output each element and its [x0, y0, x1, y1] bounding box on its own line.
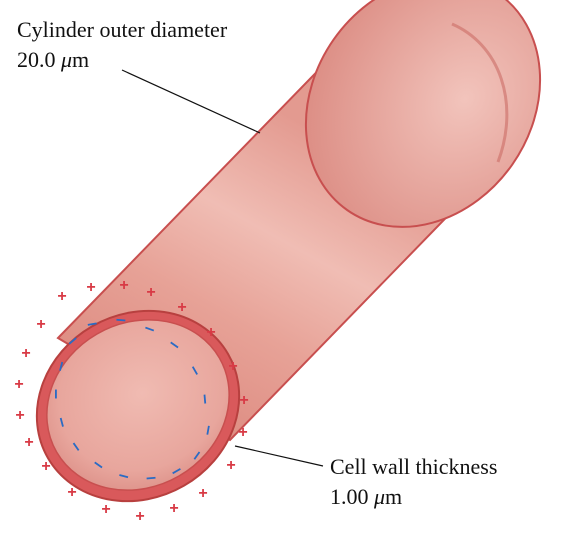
positive-charge: + — [226, 457, 235, 474]
diameter-value: 20.0 — [17, 47, 56, 72]
thickness-label: Cell wall thickness 1.00 μm — [330, 452, 497, 512]
negative-charges: – – – – – – – – – – – – – – – – – — [47, 309, 218, 488]
negative-charge: – — [145, 467, 157, 488]
positive-charge: + — [228, 358, 237, 375]
negative-charge: – — [52, 415, 74, 430]
positive-charge: + — [146, 284, 155, 301]
thickness-leader-line — [234, 445, 324, 467]
negative-charge: – — [117, 464, 132, 486]
diameter-value-line: 20.0 μm — [17, 45, 227, 75]
positive-charge: + — [101, 501, 110, 518]
positive-charge: + — [14, 376, 23, 393]
positive-charge: + — [15, 407, 24, 424]
cylinder-far-end-shading — [451, 22, 509, 163]
negative-charge: – — [115, 309, 127, 330]
positive-charge: + — [169, 500, 178, 517]
positive-charge: + — [198, 485, 207, 502]
negative-charge: – — [47, 389, 67, 399]
thickness-unit: m — [385, 484, 403, 509]
thickness-value: 1.00 — [330, 484, 369, 509]
positive-charge: + — [21, 345, 30, 362]
positive-charge: + — [67, 484, 76, 501]
positive-charge: + — [86, 279, 95, 296]
diameter-unit-prefix: μ — [61, 47, 73, 72]
negative-charge: – — [49, 359, 71, 374]
positive-charge: + — [135, 508, 144, 525]
negative-charge: – — [196, 393, 217, 405]
cylinder-far-end — [304, 0, 542, 228]
positive-charge: + — [57, 288, 66, 305]
positive-charge: + — [177, 299, 186, 316]
positive-charge: + — [36, 316, 45, 333]
negative-charge: – — [85, 312, 98, 333]
thickness-unit-prefix: μ — [374, 484, 386, 509]
positive-charge: + — [239, 392, 248, 409]
diameter-label: Cylinder outer diameter 20.0 μm — [17, 15, 227, 75]
diameter-leader-line — [121, 69, 261, 134]
negative-charge: – — [196, 423, 217, 436]
cylinder-interior — [46, 319, 230, 491]
positive-charge: + — [24, 434, 33, 451]
positive-charge: + — [238, 424, 247, 441]
positive-charges: + + + + + + + + + + + + + + + + + + + + … — [14, 277, 248, 525]
positive-charge: + — [41, 458, 50, 475]
thickness-value-line: 1.00 μm — [330, 482, 497, 512]
positive-charge: + — [119, 277, 128, 294]
diameter-title: Cylinder outer diameter — [17, 17, 228, 42]
positive-charge: + — [206, 324, 215, 341]
thickness-title: Cell wall thickness — [330, 454, 498, 479]
diameter-unit: m — [72, 47, 90, 72]
